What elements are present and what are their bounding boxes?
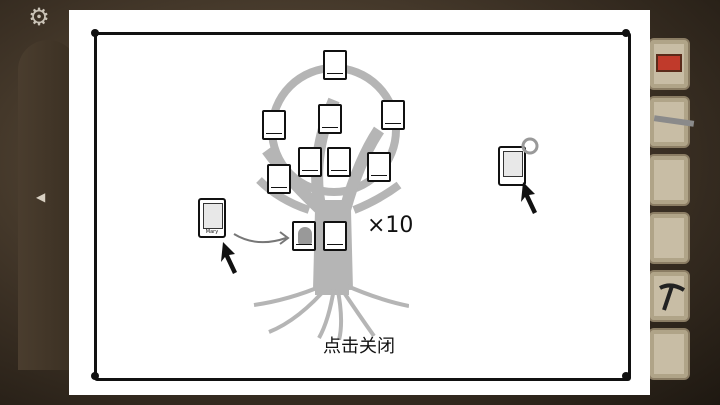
inventory-slot-6[interactable] bbox=[648, 328, 690, 380]
tree-slot[interactable] bbox=[367, 152, 391, 182]
tree-slot[interactable] bbox=[262, 110, 286, 140]
drawn-frame bbox=[94, 32, 631, 381]
left-arrow-icon[interactable]: ◀ bbox=[36, 190, 46, 204]
frame-corner bbox=[622, 29, 630, 37]
inventory-slot-1[interactable] bbox=[648, 38, 690, 90]
tree-slot[interactable] bbox=[381, 100, 405, 130]
tree-slot[interactable] bbox=[318, 104, 342, 134]
portrait-icon bbox=[203, 203, 223, 229]
stone-arch bbox=[18, 40, 78, 370]
gear-icon[interactable]: ⚙ bbox=[28, 3, 50, 31]
book-icon bbox=[656, 54, 682, 72]
inventory-slot-3[interactable] bbox=[648, 154, 690, 206]
family-tree-overlay[interactable]: ×10 Mary 点击关闭 bbox=[69, 10, 650, 395]
inventory-slot-4[interactable] bbox=[648, 212, 690, 264]
knife-icon bbox=[653, 115, 695, 127]
inventory-slot-5[interactable] bbox=[648, 270, 690, 322]
frame-corner bbox=[622, 372, 630, 380]
cursor-arrow-icon bbox=[521, 182, 537, 214]
silhouette-icon bbox=[298, 227, 312, 245]
pickaxe-icon bbox=[656, 282, 686, 312]
cursor-arrow-icon bbox=[221, 242, 237, 274]
tree-slot[interactable] bbox=[327, 147, 351, 177]
multiplier-label: ×10 bbox=[367, 213, 414, 238]
ring-icon bbox=[521, 137, 539, 155]
tree-slot[interactable] bbox=[267, 164, 291, 194]
card-label: Mary bbox=[205, 229, 219, 235]
inventory-slot-2[interactable] bbox=[648, 96, 695, 148]
tree-slot[interactable] bbox=[323, 50, 347, 80]
frame-corner bbox=[91, 372, 99, 380]
close-hint-button[interactable]: 点击关闭 bbox=[323, 336, 395, 357]
drag-hint-arrow bbox=[233, 231, 290, 245]
portrait-icon bbox=[503, 151, 523, 177]
woman-photo-card[interactable] bbox=[498, 146, 526, 186]
tree-slot[interactable] bbox=[298, 147, 322, 177]
frame-corner bbox=[91, 29, 99, 37]
tree-slot-filled[interactable] bbox=[292, 221, 316, 251]
tree-slot[interactable] bbox=[323, 221, 347, 251]
mary-photo-card[interactable]: Mary bbox=[198, 198, 226, 238]
